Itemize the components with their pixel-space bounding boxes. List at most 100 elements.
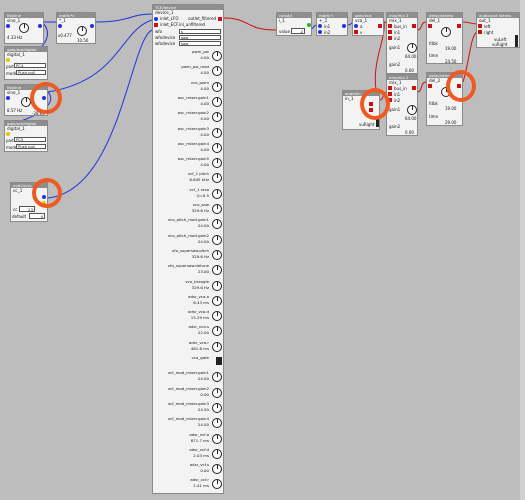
object-name: digital_1	[7, 126, 25, 131]
inlet-unfiltered-icon[interactable]	[154, 23, 158, 27]
param-knob[interactable]	[212, 81, 222, 92]
outlet-icon[interactable]	[307, 23, 311, 27]
left-inlet-icon[interactable]	[478, 24, 482, 28]
param-knob[interactable]	[212, 234, 222, 245]
inlet-icon[interactable]	[428, 24, 432, 28]
amp-knob[interactable]	[77, 26, 87, 36]
inlet2-icon[interactable]	[318, 30, 322, 34]
gain1-knob[interactable]	[407, 43, 417, 53]
object-type: lfo/sine	[5, 13, 43, 18]
in2-inlet-icon[interactable]	[388, 98, 392, 102]
param-knob[interactable]	[212, 173, 222, 184]
inlet-a-icon[interactable]	[354, 24, 358, 28]
param-knob[interactable]	[212, 66, 222, 77]
param-knob[interactable]	[212, 96, 222, 107]
inlet-icon[interactable]	[58, 24, 62, 28]
inlet-icon[interactable]	[6, 132, 10, 136]
param-knob[interactable]	[212, 387, 222, 398]
param-knob[interactable]	[212, 142, 222, 153]
inlet-lfo-icon[interactable]	[154, 17, 158, 21]
object-name: in_1	[345, 96, 354, 101]
param-label: vcf_1 reso	[189, 186, 209, 192]
mode-select[interactable]: Push pull	[16, 70, 46, 75]
gpio-digital-object[interactable]: gpio/out/digital digital_1 pad PC4 mode …	[4, 46, 48, 80]
param-knob[interactable]	[212, 341, 222, 352]
param-knob[interactable]	[212, 188, 222, 199]
param-knob[interactable]	[212, 448, 222, 459]
param-value: 2.41 ms	[193, 483, 209, 489]
device-select[interactable]: saw	[179, 41, 221, 46]
inlet-icon[interactable]	[428, 84, 432, 88]
bus-inlet-icon[interactable]	[388, 24, 392, 28]
delay-knob[interactable]	[441, 27, 451, 37]
object-type: TCE/device	[153, 5, 223, 10]
gain1-knob[interactable]	[407, 105, 417, 115]
param-knob[interactable]	[212, 464, 222, 475]
param-knob[interactable]	[212, 112, 222, 123]
param-knob[interactable]	[212, 158, 222, 169]
cc-number[interactable]: 23	[19, 206, 35, 212]
inlet1-icon[interactable]	[318, 24, 322, 28]
param-knob[interactable]	[212, 311, 222, 322]
mix-object-2[interactable]: mix/mix 2 mix_1 bus_in in1 in2 gain1 64.…	[386, 74, 418, 136]
inlet-v-icon[interactable]	[354, 30, 358, 34]
gpio-digital-object-2[interactable]: gpio/out/digital digital_1 pad PC5 mode …	[4, 120, 48, 152]
param-knob[interactable]	[212, 51, 222, 61]
value-number[interactable]: 2	[291, 28, 305, 34]
param-knob[interactable]	[212, 127, 222, 138]
vertical-scrollbar[interactable]	[520, 0, 525, 500]
inlet-icon[interactable]	[6, 24, 10, 28]
mode-select[interactable]: Push pull	[16, 144, 46, 149]
right-inlet-icon[interactable]	[478, 30, 482, 34]
in1-inlet-icon[interactable]	[388, 92, 392, 96]
bus-inlet-icon[interactable]	[388, 86, 392, 90]
gate-toggle[interactable]	[216, 357, 222, 365]
outlet-icon[interactable]	[412, 86, 416, 90]
param-knob[interactable]	[212, 326, 222, 337]
device-object[interactable]: TCE/device device_1 inlet_LFO inlet_ECF.…	[152, 4, 224, 494]
param-knob[interactable]	[212, 204, 222, 214]
outlet-icon[interactable]	[412, 24, 416, 28]
outlet-icon[interactable]	[90, 24, 94, 28]
vuright-label: vuRight	[359, 122, 375, 127]
device-select[interactable]: s	[179, 29, 221, 34]
param-value: 329.6 Hz	[191, 284, 209, 290]
default-number[interactable]: 0	[29, 213, 45, 219]
math-add-object[interactable]: math/+ +_1 in1 in2	[316, 12, 348, 36]
param-knob[interactable]	[212, 295, 222, 306]
delay-object[interactable]: delay/stereo del_1 fdbk 19.00 time 24.50	[426, 12, 463, 64]
mix-object[interactable]: mix/mix 2 mix_1 bus_in in1 in2 gain1 64.…	[386, 12, 418, 74]
bus-label: bus_in	[394, 24, 407, 29]
in2-label: in2	[394, 98, 401, 103]
inlet-icon[interactable]	[6, 58, 10, 62]
device-select[interactable]: saw	[179, 35, 221, 40]
param-knob[interactable]	[212, 280, 222, 291]
param-knob[interactable]	[212, 265, 222, 276]
param-knob[interactable]	[212, 418, 222, 429]
const-int-object[interactable]: const/i i_1 value 2	[276, 12, 312, 36]
pitch-knob[interactable]	[19, 23, 29, 33]
gain-vca-object[interactable]: gain/vca vca_1 a v	[352, 12, 384, 36]
lfo-sine-object[interactable]: lfo/sine sine_1 4.33 Hz	[4, 12, 44, 44]
left-label: left	[484, 24, 491, 29]
outlet-icon[interactable]	[457, 24, 461, 28]
outlet-icon[interactable]	[378, 24, 382, 28]
param-knob[interactable]	[212, 433, 222, 444]
audio-out-object[interactable]: audio/out stereo out_1 left right vuLeft…	[476, 12, 520, 48]
pad-select[interactable]: PC4	[14, 63, 46, 68]
inlet-icon[interactable]	[6, 96, 10, 100]
param-knob[interactable]	[212, 249, 222, 260]
in1-inlet-icon[interactable]	[388, 30, 392, 34]
in2-inlet-icon[interactable]	[388, 36, 392, 40]
math-multiply-object[interactable]: math/*c *_1 x0.477 10.50	[56, 12, 96, 44]
param-knob[interactable]	[212, 219, 222, 230]
outlet-icon[interactable]	[38, 24, 42, 28]
outlet-filtered-icon[interactable]	[218, 17, 222, 21]
param-knob[interactable]	[212, 372, 222, 383]
param-knob[interactable]	[212, 479, 222, 490]
param-knob[interactable]	[212, 402, 222, 413]
pad-select[interactable]: PC5	[14, 137, 46, 142]
outlet-icon[interactable]	[342, 24, 346, 28]
